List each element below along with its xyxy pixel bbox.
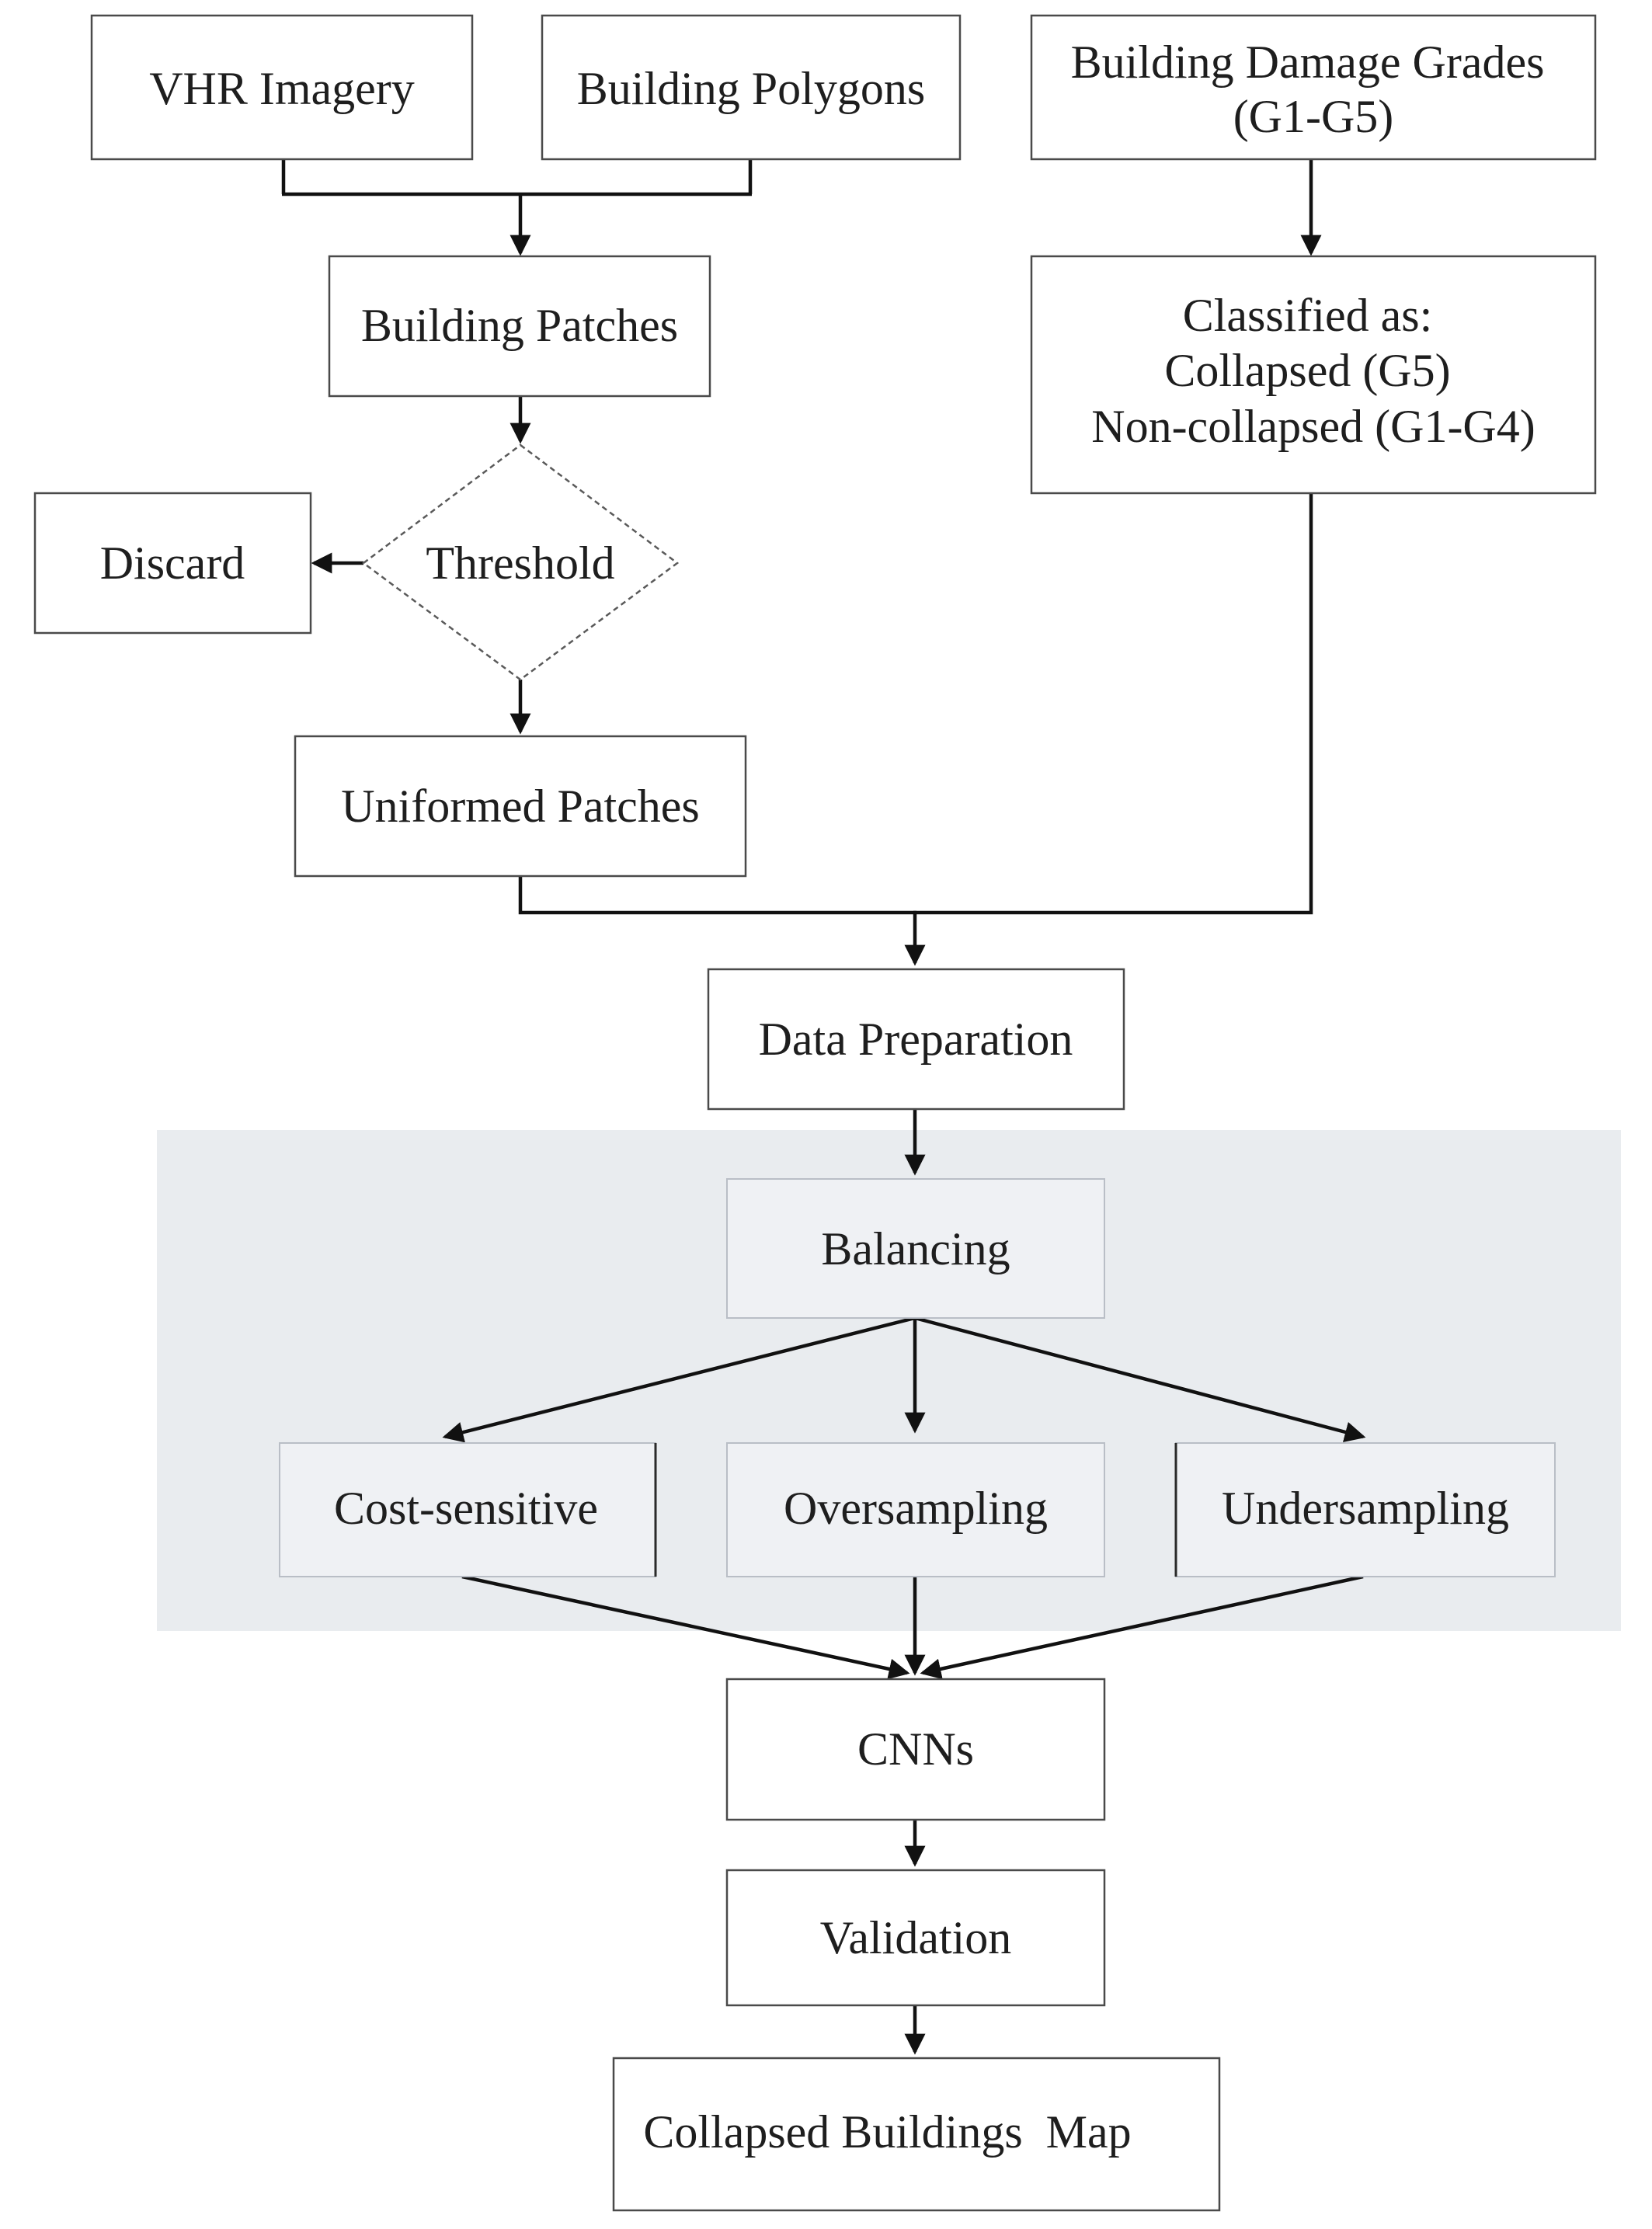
svg-text:CNNs: CNNs [857,1723,974,1775]
node-oversampling: Oversampling [726,1442,1105,1577]
node-data-preparation: Data Preparation [707,968,1125,1111]
classified-label-line1: Classified as: [1183,290,1433,341]
oversampling-label: Oversampling [784,1483,1048,1534]
edge-uniformed-to-merge [518,876,916,915]
building-polygons-label: Building Polygons [577,63,925,114]
vhr-imagery-label: VHR Imagery [149,63,415,114]
node-discard: Discard [33,492,312,635]
node-balancing: Balancing [726,1178,1105,1319]
edge-balancing-to-cost-sensitive [442,1316,916,1443]
svg-text:Balancing: Balancing [821,1223,1010,1274]
node-building-patches: Building Patches [328,255,711,398]
threshold-label: Threshold [426,537,614,589]
uniformed-patches-label: Uniformed Patches [341,781,700,832]
svg-text:Discard: Discard [100,537,245,589]
node-cost-sensitive: Cost-sensitive [279,1442,657,1577]
node-uniformed-patches: Uniformed Patches [294,735,747,878]
edge-undersampling-to-cnns [920,1574,1364,1680]
damage-grades-label-line1: Building Damage Grades [1071,37,1545,88]
validation-label: Validation [820,1912,1012,1963]
edge-balancing-to-undersampling [914,1316,1366,1443]
svg-text:Uniformed Patches: Uniformed Patches [341,781,700,832]
node-collapsed-buildings-map: Collapsed Buildings Map [612,2057,1221,2212]
node-classified: Classified as: Collapsed (G5) Non-collap… [1030,255,1597,495]
node-validation: Validation [725,1869,1106,2007]
svg-text:Threshold: Threshold [426,537,614,589]
undersampling-label: Undersampling [1222,1483,1509,1534]
edge-classified-to-merge [913,493,1313,915]
node-cnns: CNNs [725,1678,1106,1821]
svg-text:Building Patches: Building Patches [361,300,678,351]
node-undersampling: Undersampling [1174,1442,1556,1577]
building-patches-label: Building Patches [361,300,678,351]
svg-text:Oversampling: Oversampling [784,1483,1048,1534]
svg-text:Undersampling: Undersampling [1222,1483,1509,1534]
node-damage-grades: Building Damage Grades (G1-G5) [1030,14,1597,161]
cnns-label: CNNs [857,1723,974,1775]
cost-sensitive-label: Cost-sensitive [334,1483,598,1534]
svg-text:Data Preparation: Data Preparation [759,1014,1073,1065]
svg-text:Cost-sensitive: Cost-sensitive [334,1483,598,1534]
classified-label-line3: Non-collapsed (G1-G4) [1091,401,1535,452]
connectors [281,159,1366,2055]
node-vhr-imagery: VHR Imagery [90,14,474,161]
svg-text:VHR Imagery: VHR Imagery [149,63,415,114]
damage-grades-label-line2: (G1-G5) [1233,91,1394,142]
node-threshold: Threshold [361,443,680,681]
balancing-label: Balancing [821,1223,1010,1274]
svg-text:Building Polygons: Building Polygons [577,63,925,114]
collapsed-buildings-map-label: Collapsed Buildings Map [643,2106,1131,2158]
svg-text:Building Damage Grades (: Building Damage Grades (G1-G5) [1071,37,1556,142]
svg-text:Validation: Validation [820,1912,1012,1963]
data-preparation-label: Data Preparation [759,1014,1073,1065]
svg-text:Classified as: Collapsed: Classified as: Collapsed (G5) Non-collap… [1091,290,1535,452]
classified-label-line2: Collapsed (G5) [1164,345,1450,396]
discard-label: Discard [100,537,245,589]
svg-text:Collapsed Buildings Map: Collapsed Buildings Map [643,2106,1131,2158]
edge-cost-sensitive-to-cnns [461,1574,910,1680]
node-building-polygons: Building Polygons [541,14,962,161]
